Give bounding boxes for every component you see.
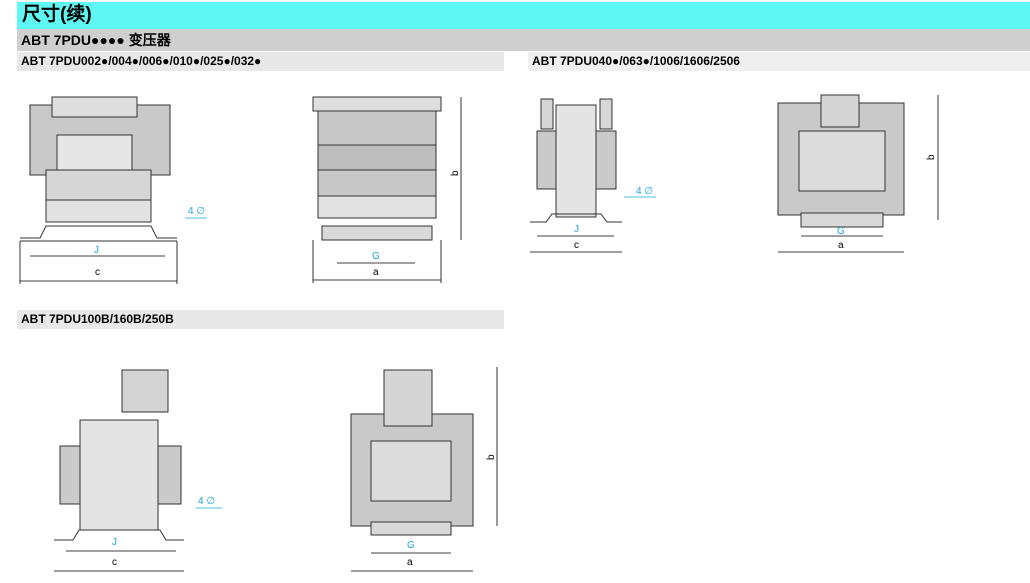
drawing-front-view-small [312,96,442,241]
dim-label-c: c [95,267,100,278]
page-title: 尺寸(续) [22,4,92,25]
dim-label-a: a [407,557,413,568]
dim-label-G: G [407,540,415,551]
dim-label-G: G [837,226,845,237]
section-header-small-models: ABT 7PDU002●/004●/006●/010●/025●/032● [17,52,504,71]
dim-label-b: b [486,454,497,460]
dim-label-a: a [838,240,844,251]
hole-label: 4 ∅ [636,186,654,197]
dim-label-b: b [926,154,937,160]
drawing-front-view-large [350,369,474,536]
dim-label-J: J [574,224,579,235]
dim-label-c: c [112,557,117,568]
hole-label: 4 ∅ [198,496,216,507]
hole-label: 4 ∅ [188,206,206,217]
dim-label-c: c [574,240,579,251]
dim-label-a: a [373,267,379,278]
dim-label-J: J [112,537,117,548]
subtitle-bar: ABT 7PDU●●●● 变压器 [17,29,1030,51]
page-subtitle: ABT 7PDU●●●● 变压器 [21,32,171,48]
drawing-front-view-mid [777,94,905,228]
drawing-side-view-small [20,96,177,242]
title-bar: 尺寸(续) [17,2,1030,29]
drawing-side-view-mid [530,98,622,223]
section-label: ABT 7PDU100B/160B/250B [21,312,174,326]
dim-label-G: G [372,251,380,262]
dim-label-J: J [94,245,99,256]
section-header-mid-models: ABT 7PDU040●/063●/1006/1606/2506 [528,52,1030,71]
section-label: ABT 7PDU040●/063●/1006/1606/2506 [532,54,740,68]
section-header-large-models: ABT 7PDU100B/160B/250B [17,310,504,329]
dim-label-b: b [450,170,461,176]
section-label: ABT 7PDU002●/004●/006●/010●/025●/032● [21,54,262,68]
drawing-side-view-large [54,369,184,541]
